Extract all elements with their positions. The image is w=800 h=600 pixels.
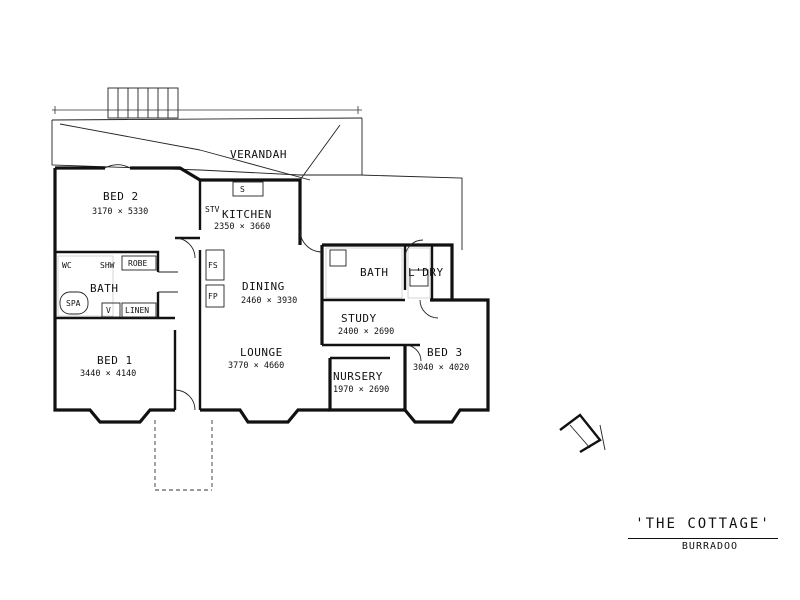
room-label-dining: DINING [242, 280, 285, 293]
fixture-label-wc: WC [62, 261, 72, 270]
title-underline [628, 538, 778, 539]
fixture-label-sink: S [240, 185, 245, 194]
room-label-bed2: BED 2 [103, 190, 139, 203]
robe-icon [121, 255, 157, 271]
room-label-nursery: NURSERY [333, 370, 383, 383]
fixture-label-robe: ROBE [128, 259, 147, 268]
external-walls [53, 166, 490, 424]
room-label-kitchen: KITCHEN [222, 208, 272, 221]
fixture-label-linen: LINEN [125, 306, 149, 315]
room-size-bed2: 3170 × 5330 [92, 207, 148, 217]
room-label-verandah: VERANDAH [230, 148, 287, 161]
bath-tiles [57, 247, 431, 317]
verandah-steps [107, 87, 179, 119]
fixture-label-fireplace: FP [208, 292, 218, 301]
room-size-kitchen: 2350 × 3660 [214, 222, 270, 232]
room-label-study: STUDY [341, 312, 377, 325]
plan-subtitle: BURRADOO [681, 541, 739, 552]
fixture-label-vanity: V [106, 306, 111, 315]
door-swings [104, 164, 439, 411]
room-label-bed1: BED 1 [97, 354, 133, 367]
north-arrow-icon [559, 413, 606, 454]
shower-icon [329, 249, 347, 267]
room-label-ensuite-bath: BATH [90, 282, 119, 295]
fixture-label-fridge: FS [208, 261, 218, 270]
room-label-laundry: L'DRY [408, 266, 444, 279]
fixture-label-spa: SPA [66, 299, 81, 308]
room-size-nursery: 1970 × 2690 [333, 385, 389, 395]
room-label-lounge: LOUNGE [240, 346, 283, 359]
plan-title: 'THE COTTAGE' [635, 516, 771, 532]
fixtures [59, 181, 429, 318]
stove-icon [232, 181, 264, 197]
room-size-lounge: 3770 × 4660 [228, 361, 284, 371]
room-size-bed3: 3040 × 4020 [413, 363, 469, 373]
entry-path [154, 420, 213, 491]
verandah-outline [51, 106, 463, 250]
fixture-label-stove: STV [205, 205, 220, 214]
room-label-bath-main: BATH [360, 266, 389, 279]
room-size-dining: 2460 × 3930 [241, 296, 297, 306]
room-size-bed1: 3440 × 4140 [80, 369, 136, 379]
fridge-space-icon [205, 249, 225, 281]
linen-cupboard-icon [121, 302, 157, 318]
fireplace-icon [205, 284, 225, 308]
laundry-tub-icon [409, 269, 429, 287]
room-size-study: 2400 × 2690 [338, 327, 394, 337]
room-label-bed3: BED 3 [427, 346, 463, 359]
spa-bath-icon [59, 291, 89, 315]
fixture-label-shower: SHW [100, 261, 115, 270]
interior-walls [55, 180, 434, 410]
vanity-icon [101, 302, 121, 318]
